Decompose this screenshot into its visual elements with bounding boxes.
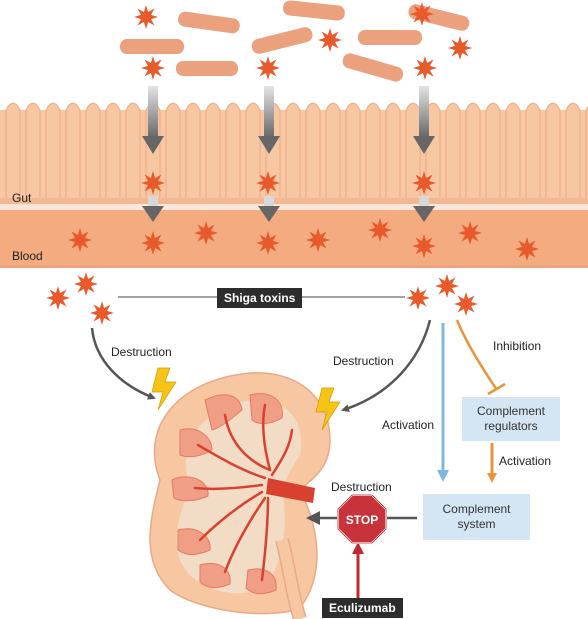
bacteria-group <box>120 0 470 82</box>
renal-artery <box>266 478 315 503</box>
villus <box>185 102 201 198</box>
bacterium <box>176 61 238 76</box>
inhibition-line <box>455 319 499 391</box>
bacterium <box>178 11 240 34</box>
destruction-arrow-right <box>341 319 432 412</box>
toxin-star <box>306 228 330 252</box>
toxin-arrow-4 <box>142 196 164 222</box>
complement-regulators-line1: Complement <box>476 404 546 418</box>
villus <box>25 102 41 198</box>
complement-system-line2: system <box>457 517 496 531</box>
stop-sign: STOP <box>337 494 387 544</box>
bacterium <box>283 0 345 21</box>
destruction-arrow-left <box>90 327 156 400</box>
translocation-arrows <box>142 86 435 222</box>
toxin-star <box>46 286 70 310</box>
villus <box>385 102 401 198</box>
toxin-star <box>412 171 436 195</box>
toxin-star <box>134 5 158 29</box>
blood-vessel <box>0 204 588 268</box>
toxin-star <box>410 2 434 26</box>
toxin-star <box>368 218 392 242</box>
toxin-star <box>413 56 437 80</box>
inhibition-bar <box>487 382 506 396</box>
toxin-arrow-2 <box>258 86 280 154</box>
destruction-label-right: Destruction <box>333 354 394 368</box>
shiga-toxin-stars <box>46 2 539 325</box>
toxin-arrow-6 <box>413 196 435 222</box>
inhibition-label: Inhibition <box>493 339 542 353</box>
lightning-icon <box>315 387 341 431</box>
gut-epithelium <box>0 102 588 204</box>
eculizumab-label: Eculizumab <box>322 598 403 618</box>
bacterium <box>342 53 404 82</box>
toxin-star <box>141 56 165 80</box>
complement-regulators-box: Complement regulators <box>462 397 560 441</box>
villus <box>345 102 361 198</box>
villus <box>45 102 61 198</box>
renal-pyramids <box>171 393 283 595</box>
kidney <box>149 372 331 619</box>
villus <box>165 102 181 198</box>
toxin-star <box>141 231 165 255</box>
bacterium <box>251 27 313 54</box>
toxin-star <box>448 36 472 60</box>
villus <box>465 102 481 198</box>
activation-label-right: Activation <box>499 454 552 468</box>
villus <box>325 102 341 198</box>
villus <box>545 102 561 198</box>
destruction-label-left: Destruction <box>111 345 172 359</box>
toxin-star <box>74 272 98 296</box>
bacterium <box>120 39 184 54</box>
toxin-star <box>406 286 430 310</box>
toxin-star <box>256 231 280 255</box>
toxin-star <box>318 28 342 52</box>
toxin-star <box>412 234 436 258</box>
villus <box>565 102 581 198</box>
villus <box>285 102 301 198</box>
toxin-star <box>194 221 218 245</box>
shiga-toxins-label: Shiga toxins <box>217 288 303 308</box>
villus <box>105 102 121 198</box>
toxin-arrow-5 <box>258 196 280 222</box>
toxin-arrow-1 <box>142 86 164 154</box>
villus <box>245 102 261 198</box>
toxin-star <box>90 301 114 325</box>
lightning-icon <box>151 367 177 411</box>
toxin-star <box>141 171 165 195</box>
toxin-star <box>515 237 539 261</box>
renal-vessels <box>193 403 294 582</box>
toxin-star <box>256 56 280 80</box>
villus <box>205 102 221 198</box>
toxin-star <box>256 171 280 195</box>
blood-label: Blood <box>12 249 43 263</box>
villus <box>365 102 381 198</box>
villus <box>125 102 141 198</box>
destruction-label-stop: Destruction <box>331 480 392 494</box>
toxin-arrow-3 <box>413 86 435 154</box>
villus <box>5 102 21 198</box>
bacterium <box>358 30 422 45</box>
villus <box>225 102 241 198</box>
toxin-star <box>435 274 459 298</box>
villus <box>505 102 521 198</box>
villus <box>485 102 501 198</box>
villus <box>305 102 321 198</box>
toxin-star <box>458 221 482 245</box>
stop-text: STOP <box>346 513 378 527</box>
villus <box>85 102 101 198</box>
toxin-star <box>68 228 92 252</box>
complement-regulators-line2: regulators <box>484 419 538 433</box>
villus <box>445 102 461 198</box>
villus <box>525 102 541 198</box>
complement-system-box: Complement system <box>423 494 530 540</box>
villus <box>65 102 81 198</box>
gut-label: Gut <box>12 191 32 205</box>
activation-label-left: Activation <box>382 418 435 432</box>
complement-system-line1: Complement <box>442 502 511 516</box>
toxin-star <box>454 292 478 316</box>
